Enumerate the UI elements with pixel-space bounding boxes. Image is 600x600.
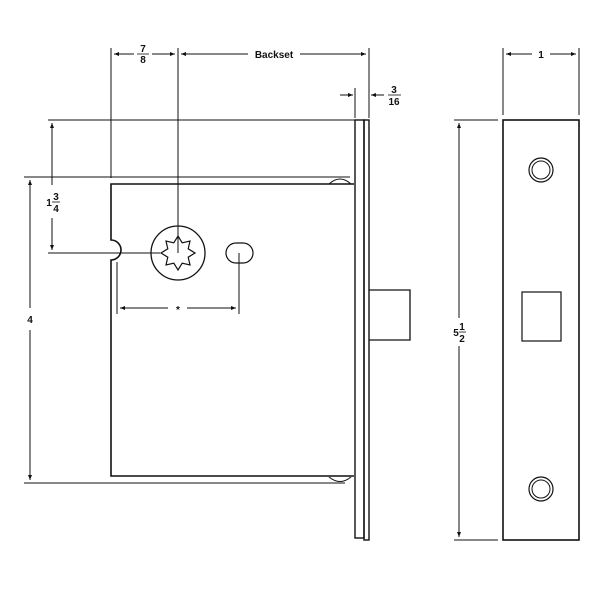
- spindle-star-hole: [159, 234, 197, 272]
- faceplate-front-view: [502, 119, 580, 541]
- latch-offset-numerator: 7: [140, 44, 146, 55]
- screw-hole-bottom: [528, 476, 554, 502]
- screw-head-top: [328, 178, 352, 185]
- case-body: [110, 183, 354, 477]
- screw-head-bottom: [328, 476, 352, 482]
- spindle-height-numerator: 3: [53, 192, 59, 203]
- faceplate-inner: [354, 119, 365, 539]
- faceplate-width-label: 1: [538, 50, 544, 61]
- backset-label: Backset: [255, 50, 294, 61]
- screw-hole-bottom-inner: [531, 479, 551, 499]
- faceplate-height-denominator: 2: [459, 334, 465, 345]
- faceplate: [502, 119, 580, 541]
- faceplate-height-whole: 5: [453, 328, 459, 339]
- spindle-height-whole: 1: [46, 198, 52, 209]
- lock-case-side-view: [110, 119, 411, 541]
- latch-opening: [521, 291, 562, 342]
- faceplate-height-numerator: 1: [459, 322, 465, 333]
- latch-offset-denominator: 8: [140, 55, 146, 66]
- dimensions: [24, 48, 580, 541]
- screw-hole-top: [528, 157, 554, 183]
- faceplate-thickness-numerator: 3: [391, 85, 397, 96]
- spindle-spacing-label: *: [176, 305, 180, 316]
- faceplate-outer: [363, 119, 370, 541]
- case-height-label: 4: [27, 315, 33, 326]
- latch-bolt: [369, 289, 411, 341]
- screw-hole-top-inner: [531, 160, 551, 180]
- faceplate-thickness-denominator: 16: [388, 97, 400, 108]
- spindle-height-denominator: 4: [53, 204, 59, 215]
